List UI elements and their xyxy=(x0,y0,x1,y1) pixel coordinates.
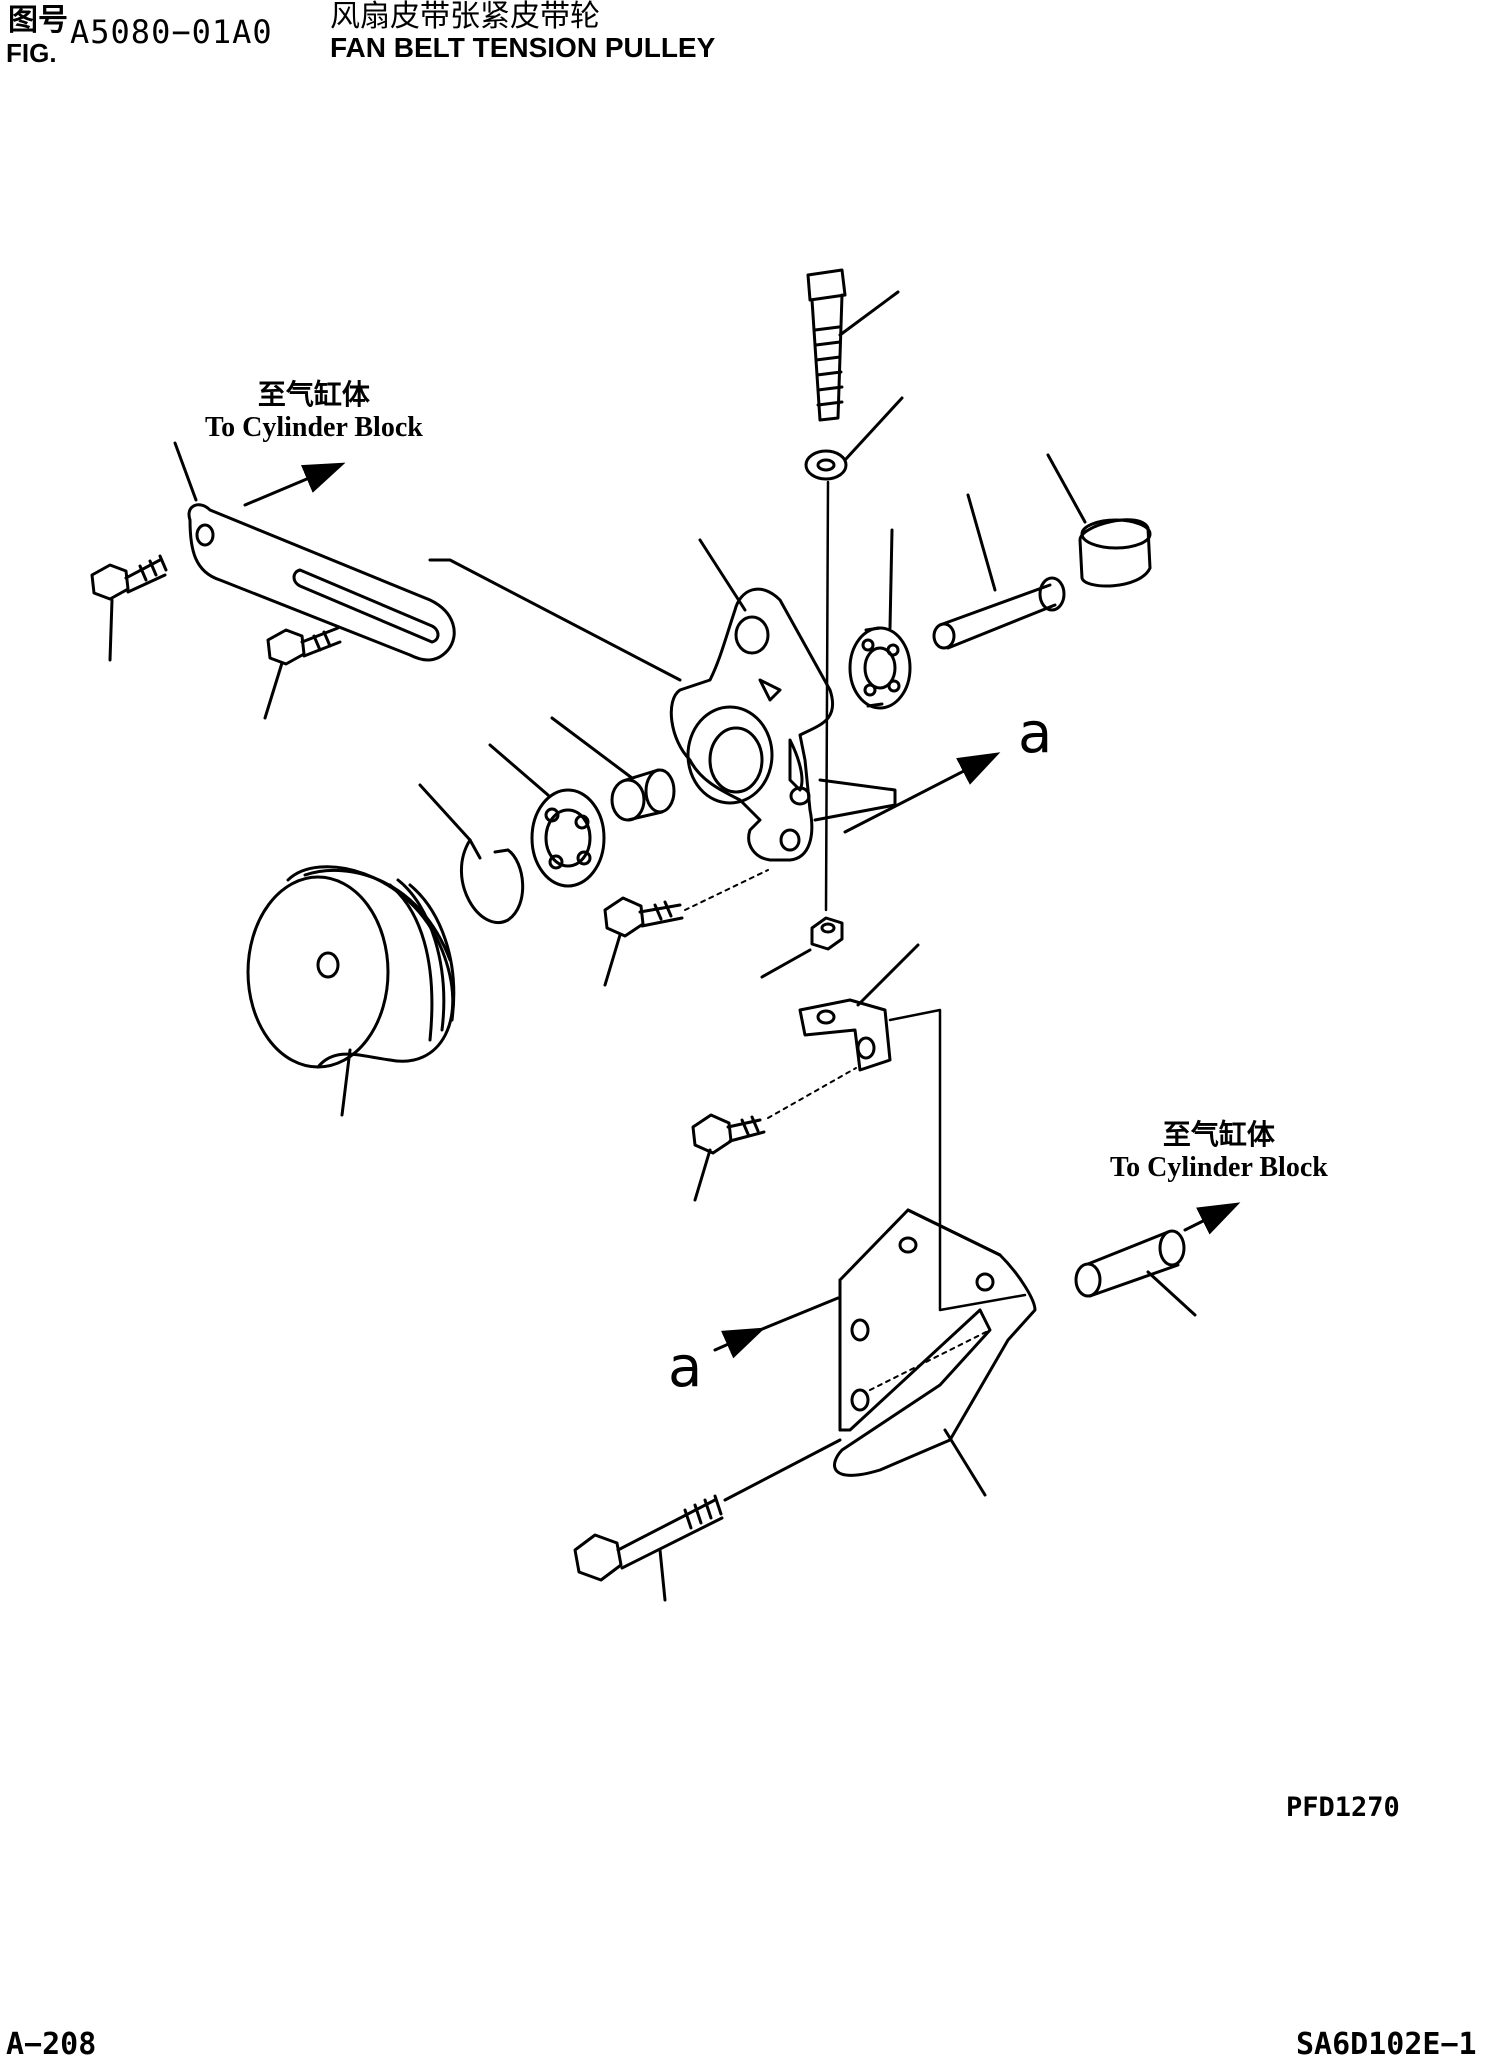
leader-line xyxy=(428,558,682,682)
leader-line xyxy=(1046,453,1087,524)
pulley xyxy=(246,865,456,1069)
view-mark-a-left: a xyxy=(668,1335,703,1400)
bearing-right xyxy=(848,626,912,710)
figure-number: A5080−01A0 xyxy=(70,13,273,51)
leader-line xyxy=(838,290,900,337)
leader-line xyxy=(698,538,747,612)
view-arrow xyxy=(713,1327,766,1359)
leader-line xyxy=(1146,1270,1197,1317)
slotted-adjusting-link xyxy=(187,503,456,662)
leader-line xyxy=(488,743,550,797)
note-en: To Cylinder Block xyxy=(1110,1152,1328,1184)
spacer-tube xyxy=(1074,1229,1186,1298)
bolt-housing xyxy=(603,896,684,938)
leader-line xyxy=(693,1148,712,1202)
long-bolt-vertical xyxy=(806,268,847,422)
note-to-cylinder-block-top: 至气缸体 To Cylinder Block xyxy=(205,380,423,444)
small-angle-bracket xyxy=(798,998,892,1072)
tensioner-arm-housing xyxy=(669,587,897,862)
snap-ring xyxy=(459,838,525,924)
leader-line xyxy=(760,948,812,979)
fig-label-cn: 图号 xyxy=(8,4,68,37)
view-mark-a-right: a xyxy=(1018,701,1053,766)
view-arrow xyxy=(843,752,1001,834)
pin-shaft xyxy=(932,576,1066,650)
leader-line xyxy=(843,396,904,462)
assembly-connector xyxy=(888,1008,1027,1312)
leader-line xyxy=(418,783,472,842)
leader-line xyxy=(723,1438,842,1502)
title-english: FAN BELT TENSION PULLEY xyxy=(330,32,716,63)
leader-line xyxy=(550,716,634,780)
view-arrow-line xyxy=(758,1296,840,1332)
drawing-code: PFD1270 xyxy=(1286,1792,1400,1823)
leader-line xyxy=(173,441,198,502)
note-en: To Cylinder Block xyxy=(205,412,423,444)
page-number: A−208 xyxy=(6,2027,97,2062)
bearing-left xyxy=(530,788,606,888)
nut xyxy=(810,916,844,951)
note-cn: 至气缸体 xyxy=(257,380,370,411)
washer xyxy=(804,449,848,481)
bushing xyxy=(610,768,676,822)
assembly-centerline xyxy=(824,480,830,912)
large-mounting-bracket xyxy=(833,1208,1037,1477)
note-to-cylinder-block-bottom: 至气缸体 To Cylinder Block xyxy=(1110,1120,1328,1184)
leader-line xyxy=(263,661,284,720)
leader-line xyxy=(340,1048,352,1117)
leader-line xyxy=(856,943,920,1007)
leader-line xyxy=(966,493,997,592)
leader-line xyxy=(767,1067,857,1119)
leader-line xyxy=(684,869,769,911)
end-cap xyxy=(1078,518,1152,588)
model-code: SA6D102E−1 xyxy=(1296,2027,1477,2062)
leader-line xyxy=(108,598,114,662)
bolt-bracket xyxy=(691,1113,766,1155)
note-cn: 至气缸体 xyxy=(1162,1120,1275,1151)
arrow-to-cylinder-block xyxy=(1183,1202,1241,1235)
title-chinese: 风扇皮带张紧皮带轮 xyxy=(330,0,600,33)
long-bolt-bottom xyxy=(573,1494,724,1582)
leader-line xyxy=(658,1548,667,1602)
leader-line xyxy=(943,1428,987,1497)
arrow-to-cylinder-block xyxy=(243,462,346,507)
leader-line xyxy=(603,933,622,987)
bolt-lower-left xyxy=(266,626,342,666)
bolt-upper-left xyxy=(90,554,168,601)
leader-line xyxy=(888,528,894,630)
fig-label-en: FIG. xyxy=(6,38,57,68)
